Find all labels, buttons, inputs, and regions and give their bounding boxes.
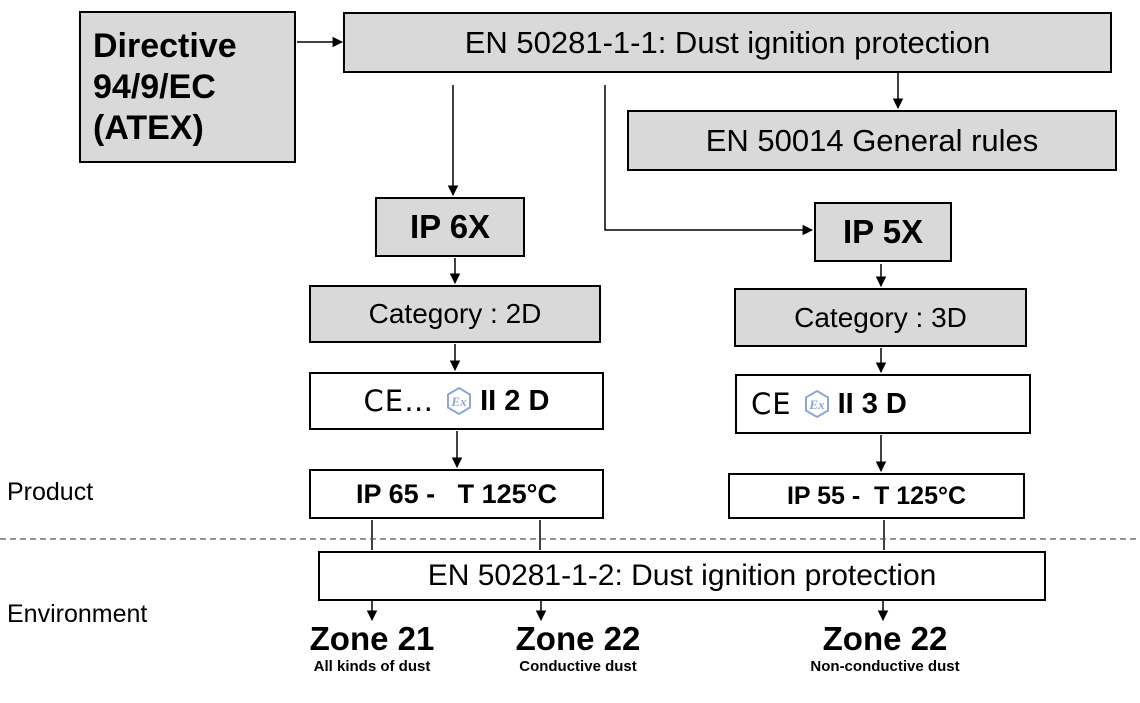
product-ip55-label: IP 55 - T 125°C: [786, 481, 967, 510]
zone-22-conductive-name: Zone 22: [515, 620, 641, 657]
zone-22-conductive: Zone 22 Conductive dust: [488, 621, 668, 677]
marking-ii-2d-box: CE… Ex II 2 D: [309, 372, 604, 430]
ex-hexagon-text: Ex: [451, 394, 468, 409]
ip6x-label: IP 6X: [409, 208, 491, 245]
marking-ii-2d-code: II 2 D: [480, 384, 550, 417]
product-ip55-box: IP 55 - T 125°C: [728, 473, 1025, 519]
standard-en50281-1-2-label: EN 50281-1-2: Dust ignition protection: [427, 559, 937, 592]
product-ip65-box: IP 65 - T 125°C: [309, 469, 604, 519]
marking-ii-3d-code: II 3 D: [837, 387, 907, 420]
category-2d-label: Category : 2D: [368, 298, 542, 329]
ex-hexagon-icon: Ex: [447, 386, 472, 416]
ce-mark-right: CE: [751, 387, 792, 421]
zone-21-desc: All kinds of dust: [313, 658, 431, 675]
product-ip65-label: IP 65 - T 125°C: [356, 478, 557, 509]
zone-21-name: Zone 21: [309, 620, 435, 657]
zone-22-conductive-desc: Conductive dust: [519, 658, 637, 675]
directive-line-3: (ATEX): [93, 108, 204, 147]
general-rules-label: EN 50014 General rules: [705, 122, 1039, 158]
directive-box: Directive 94/9/EC (ATEX): [79, 11, 296, 163]
category-3d-box: Category : 3D: [734, 288, 1027, 347]
ex-hexagon-icon-right: Ex: [804, 389, 829, 419]
general-rules-box: EN 50014 General rules: [627, 110, 1117, 171]
environment-label: Environment: [7, 600, 148, 628]
ip5x-label: IP 5X: [842, 213, 924, 250]
ip5x-box: IP 5X: [814, 202, 952, 262]
arrow-standard-to-ip5x: [604, 85, 814, 236]
zone-22-nonconductive-name: Zone 22: [822, 620, 948, 657]
product-label: Product: [7, 478, 94, 506]
directive-line-1: Directive: [93, 26, 237, 65]
ce-mark: CE…: [363, 384, 435, 418]
category-2d-box: Category : 2D: [309, 285, 601, 343]
category-3d-label: Category : 3D: [794, 301, 967, 333]
ip6x-box: IP 6X: [375, 197, 525, 257]
standard-en50281-1-1-box: EN 50281-1-1: Dust ignition protection: [343, 12, 1112, 73]
standard-en50281-1-1-label: EN 50281-1-1: Dust ignition protection: [464, 24, 991, 60]
ex-hexagon-text-right: Ex: [808, 397, 825, 412]
zone-21: Zone 21 All kinds of dust: [282, 621, 462, 677]
zone-22-nonconductive-desc: Non-conductive dust: [810, 658, 960, 675]
standard-en50281-1-2-box: EN 50281-1-2: Dust ignition protection: [318, 551, 1046, 601]
zone-22-nonconductive: Zone 22 Non-conductive dust: [770, 621, 1000, 677]
directive-line-2: 94/9/EC: [93, 67, 216, 106]
marking-ii-3d-box: CE Ex II 3 D: [735, 374, 1031, 434]
